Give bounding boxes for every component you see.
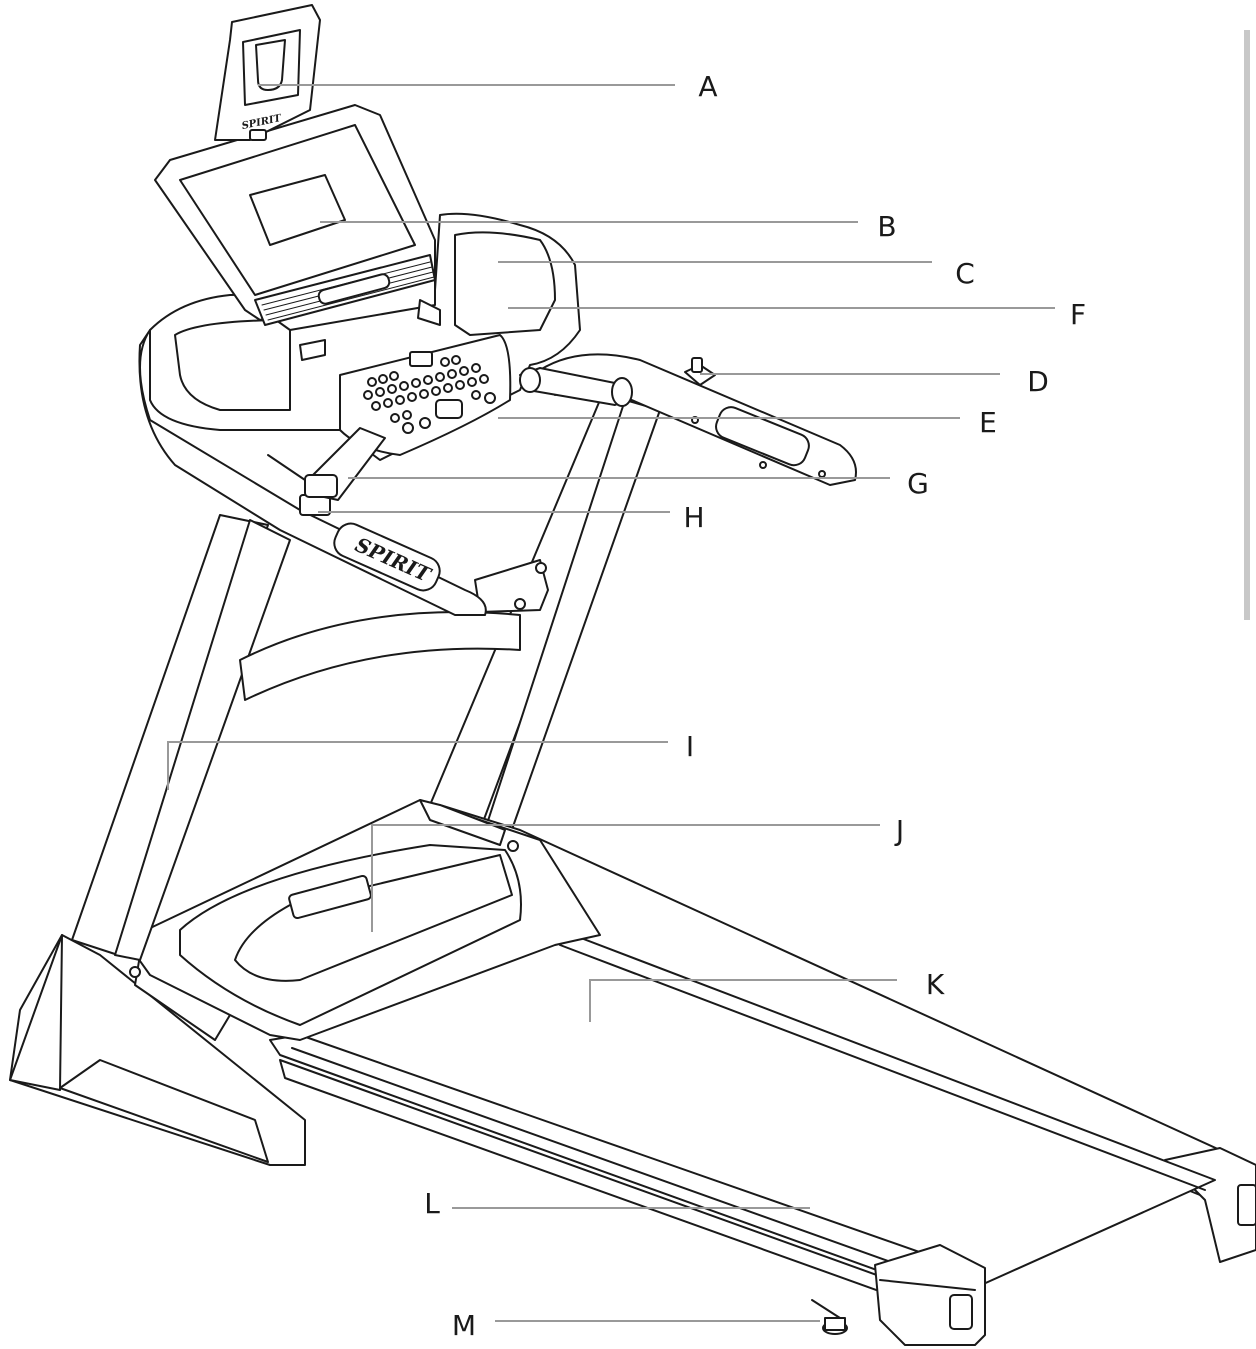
callout-label-j: J (894, 814, 904, 847)
callout-label-c: C (955, 257, 975, 290)
rear-end-cap (875, 1245, 985, 1345)
callout-label-a: A (698, 70, 717, 103)
callout-label-i: I (686, 730, 694, 763)
left-upright (72, 515, 290, 960)
callout-label-f: F (1070, 298, 1086, 331)
tablet-holder: SPIRIT (215, 5, 320, 140)
motor-cover (125, 800, 600, 1040)
center-grip-left (268, 428, 385, 500)
center-grip-right (520, 368, 632, 406)
leader-line-k (589, 979, 897, 1022)
callout-label-m: M (452, 1309, 476, 1342)
left-handrail (139, 330, 485, 615)
leader-lines (167, 84, 1055, 1322)
leader-line-j (371, 824, 880, 932)
console-arch (240, 560, 548, 700)
control-keypad (340, 335, 510, 455)
display-screen (155, 105, 435, 325)
callout-label-l: L (424, 1187, 440, 1220)
callout-label-h: H (683, 501, 704, 534)
leveling-foot (812, 1300, 847, 1334)
callout-label-k: K (926, 968, 945, 1001)
leader-line-i (167, 741, 668, 790)
callout-label-g: G (907, 467, 929, 500)
front-base-housing (10, 935, 305, 1165)
page-edge-bar (1244, 30, 1250, 620)
callout-labels: A B C F D E G H I J K L M (424, 70, 1086, 1342)
callout-label-b: B (877, 210, 896, 243)
callout-label-d: D (1027, 365, 1049, 398)
callout-label-e: E (979, 406, 997, 439)
